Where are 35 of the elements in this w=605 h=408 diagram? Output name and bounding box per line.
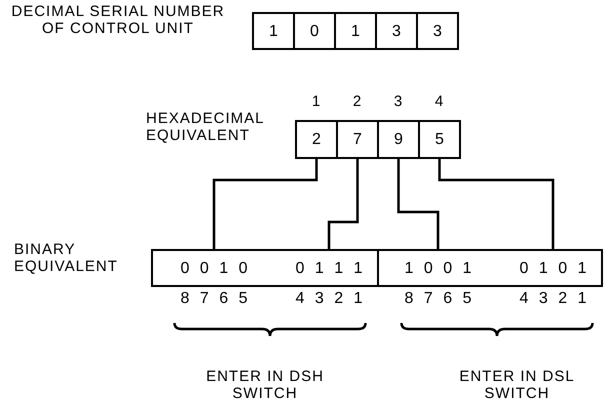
bit-numbers: 4 3 2 1	[518, 290, 590, 307]
row-label: DECIMAL SERIAL NUMBER OF CONTROL UNIT	[10, 3, 226, 37]
decimal-digit: 0	[310, 22, 319, 40]
connector-line	[438, 159, 554, 249]
position-number: 2	[352, 93, 364, 111]
bit-numbers: 8 7 6 5	[404, 290, 474, 307]
digit-box	[375, 12, 418, 50]
decimal-digit: 1	[269, 22, 278, 40]
hex-digit: 2	[312, 131, 321, 148]
row-label: HEXADECIMAL EQUIVALENT	[146, 110, 265, 144]
binary-digits: 0 1 1 1	[294, 260, 366, 276]
hex-digit: 5	[435, 131, 444, 148]
position-number: 1	[310, 93, 322, 111]
digit-box	[416, 12, 459, 50]
binary-digits: 0 1 0 1	[518, 260, 590, 276]
row-label: BINARY EQUIVALENT	[14, 241, 119, 275]
digit-box	[334, 12, 377, 50]
decimal-digit: 3	[433, 22, 442, 40]
digit-box	[252, 12, 295, 50]
position-number: 4	[434, 93, 446, 111]
binary-digits: 1 0 0 1	[404, 260, 474, 276]
connector-line	[212, 159, 318, 249]
decimal-digit: 3	[392, 22, 401, 40]
hex-digit: 9	[394, 131, 403, 148]
position-number: 3	[392, 93, 404, 111]
binary-digits: 0 0 1 0	[180, 260, 250, 276]
bit-numbers: 8 7 6 5	[180, 290, 250, 307]
digit-box	[293, 12, 336, 50]
bit-numbers: 4 3 2 1	[294, 290, 366, 307]
connector-line	[328, 159, 359, 249]
switch-instruction: ENTER IN DSL SWITCH	[458, 368, 576, 402]
hex-digit: 7	[353, 131, 362, 148]
switch-instruction: ENTER IN DSH SWITCH	[205, 368, 325, 402]
decimal-digit: 1	[351, 22, 360, 40]
connector-line	[397, 159, 440, 249]
